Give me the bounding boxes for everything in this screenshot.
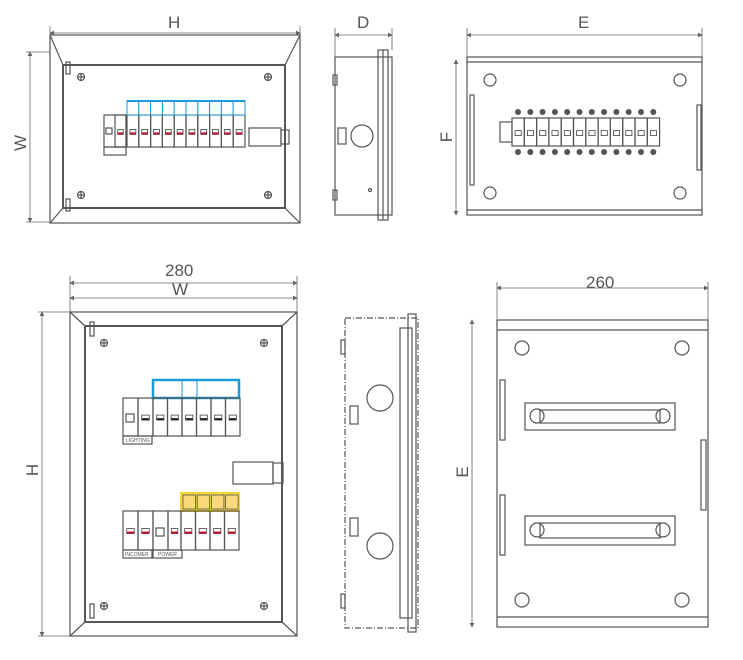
hinge — [65, 61, 71, 75]
top-side-view: D — [332, 13, 393, 221]
busbar-segment — [210, 494, 225, 510]
bottom-front-view: LIGHTING INCOMER POWER 280 W H — [23, 261, 298, 637]
dim-label-h: H — [168, 13, 180, 32]
busbar-segment — [220, 100, 234, 116]
busbar-segment — [196, 494, 211, 510]
busbar-segment — [173, 100, 187, 116]
busbar-segment — [138, 100, 152, 116]
bottom-back-view: 260 E — [453, 273, 709, 628]
busbar-segment — [150, 100, 163, 116]
din-rail — [524, 515, 676, 546]
busbar-segment — [209, 100, 222, 116]
dim-label-w2: W — [172, 280, 188, 299]
breaker-module — [223, 510, 240, 551]
terminal-strip — [469, 94, 475, 186]
label-incomer: INCOMER — [125, 552, 149, 558]
label-power: POWER — [158, 552, 177, 558]
din-rail — [524, 402, 676, 431]
breaker-module — [114, 114, 127, 148]
enclosure-door — [62, 64, 286, 209]
busbar-segment — [232, 100, 246, 116]
dim-label-h2: H — [23, 464, 42, 476]
dim-label-e2: E — [453, 466, 472, 477]
breaker-module — [224, 397, 241, 437]
top-front-view: H W — [11, 13, 301, 224]
dim-label-280: 280 — [165, 261, 193, 280]
busbar-segment — [161, 100, 175, 116]
busbar-segment — [182, 494, 196, 510]
main-switch — [232, 461, 274, 485]
dim-label-d: D — [357, 13, 369, 32]
main-switch — [248, 127, 282, 147]
top-back-view: E F — [437, 13, 703, 216]
busbar-segment — [197, 100, 211, 116]
dim-label-e: E — [578, 13, 589, 32]
breaker-module — [646, 117, 661, 147]
busbar-segment — [185, 100, 199, 116]
enclosure-outer — [49, 34, 301, 224]
dim-label-260: 260 — [586, 273, 614, 292]
hinge — [65, 198, 71, 212]
terminal-strip — [696, 104, 702, 171]
label-lighting: LIGHTING — [126, 438, 150, 444]
dim-label-w: W — [11, 135, 30, 151]
bottom-side-view — [340, 313, 419, 633]
busbar-segment — [225, 494, 239, 510]
dim-label-f: F — [437, 132, 456, 142]
busbar-segment — [126, 100, 140, 116]
busbar-blue — [151, 378, 241, 400]
